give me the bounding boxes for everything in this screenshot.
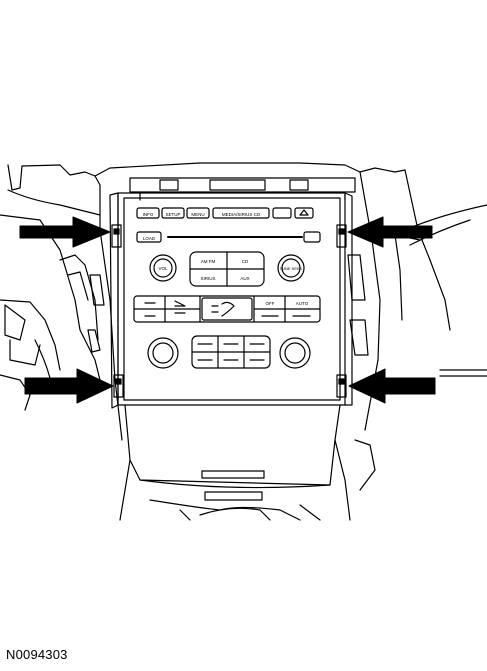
lower-right-clip [336, 374, 347, 398]
auto-button-label: AUTO [296, 301, 309, 306]
info-button-label: INFO [143, 212, 154, 217]
upper-right-clip [336, 224, 347, 248]
arrow-upper-right-icon [347, 216, 433, 248]
setup-button-label: SETUP [165, 212, 180, 217]
sirius-label: SIRIUS [200, 276, 215, 281]
center-stack-bezel [109, 192, 353, 409]
audio-controls: VOL TUNE SEEK AM FM CD SIRIUS AUX [149, 251, 305, 287]
media-button-label: MEDIA/SIRIUS CD [222, 212, 261, 217]
callout-arrows [19, 216, 436, 404]
volume-knob [149, 254, 177, 282]
right-dash-structure [347, 204, 487, 491]
climate-controls [147, 335, 311, 369]
upper-left-clip [111, 224, 122, 248]
cd-slot-row: LOAD [136, 231, 321, 243]
lower-left-clip [113, 374, 124, 398]
am-fm-label: AM FM [201, 259, 216, 264]
volume-knob-label: VOL [158, 266, 168, 271]
load-button-label: LOAD [143, 236, 156, 241]
arrow-lower-right-icon [348, 368, 436, 404]
dash-outline [7, 162, 431, 441]
radio-top-buttons: INFO SETUP MENU MEDIA/SIRIUS CD [136, 207, 314, 219]
tune-knob [277, 254, 305, 282]
climate-button-strip: OFF AUTO [133, 295, 321, 323]
tune-knob-label: TUNE SEEK [280, 266, 303, 271]
fan-knob [279, 337, 311, 369]
arrow-lower-left-icon [24, 368, 114, 404]
mounting-clips [111, 224, 347, 398]
eject-icon [299, 209, 309, 216]
figure-reference-id: N0094303 [6, 647, 68, 662]
off-button-label: OFF [266, 301, 275, 306]
cd-label: CD [242, 259, 249, 264]
temperature-knob [147, 337, 179, 369]
storage-bin-lid [201, 470, 265, 479]
aux-label: AUX [240, 276, 249, 281]
lower-console [119, 404, 351, 521]
arrow-upper-left-icon [19, 216, 111, 248]
menu-button-label: MENU [191, 212, 204, 217]
